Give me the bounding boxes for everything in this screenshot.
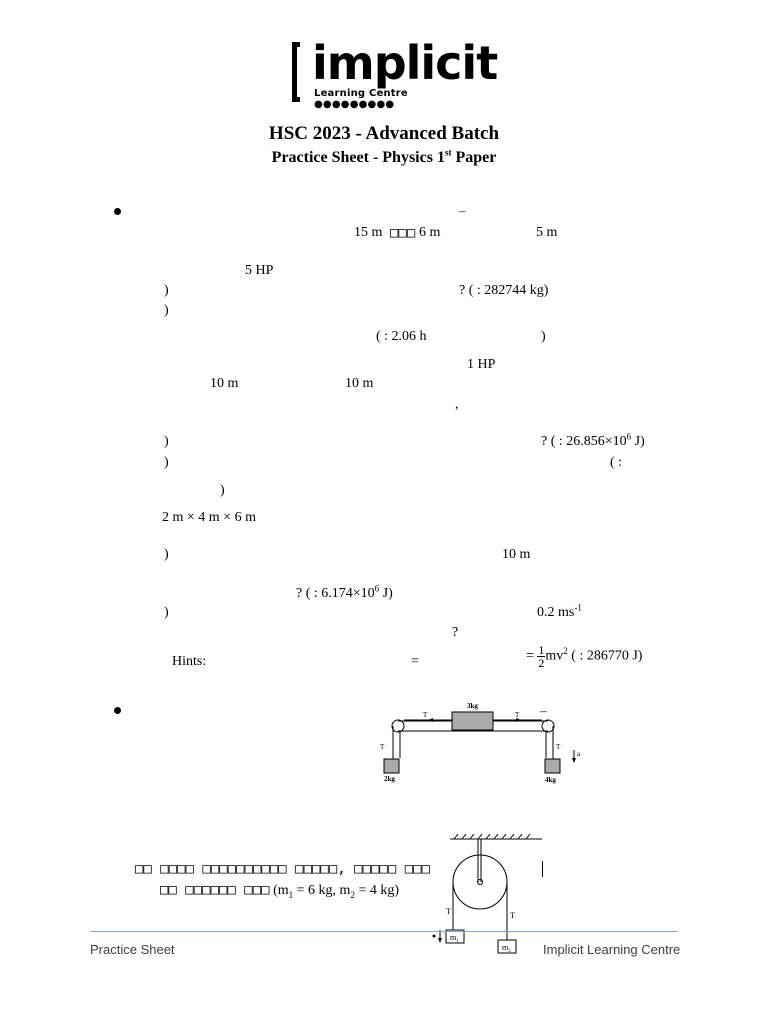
frac-num: 1 [537,643,546,657]
hints-answer: ( : 286770 J) [567,648,643,664]
accel-arrow-head [572,758,576,763]
ans-e-end: J) [379,586,393,601]
label-t2: T [515,711,520,719]
q1-answer-b: ( : 2.06 h [376,329,427,344]
label-t2-right: T [556,743,561,751]
q3-masses-a: (m [269,883,289,898]
q1-line13-a: ) [164,547,169,562]
m2-sub: 2 [350,890,355,901]
q1-line13-b: 10 m [502,547,531,562]
q1-dimensions: 2 m × 4 m × 6 m [162,510,256,525]
label-m1: m1 [450,933,459,944]
q1-answer-d: ( : [610,455,623,470]
label-t1: T [423,711,428,719]
t1-arrow [428,718,433,722]
m1-sub: 1 [288,890,294,901]
logo-bracket [292,42,300,102]
ans-c-end: J) [631,434,645,449]
label-2kg: 2kg [384,775,395,783]
q1-line3-a: ) [164,283,169,298]
q1-line1-c: 5 m [536,225,558,240]
pulley-table-diagram: 3kg T T T T 2kg 4kg a [380,702,581,784]
q1-line5-b: ) [541,329,546,344]
page-subtitle: Practice Sheet - Physics 1st Paper [0,147,768,167]
q3-line2-bn: □□ □□□□□□ □□□ [160,882,270,898]
q1-answer-e: ? ( : 6.174×106 J) [296,583,393,602]
subtitle-sup: st [444,147,452,158]
implicit-logo: implicit Learning Centre ●●●●●●●●● [292,38,498,110]
block-3kg [451,711,494,731]
q1-line1-b: 6 m [419,225,441,240]
q1-line2: 5 HP [245,263,274,278]
q3-line2: □□ □□□□□□ □□□ (m1 = 6 kg, m2 = 4 kg) [160,881,399,901]
label-t-left: T [446,907,451,916]
label-3kg: 3kg [467,702,478,710]
footer-left: Practice Sheet [90,942,175,957]
label-t-right: T [510,911,515,920]
ans-e-text: ? ( : 6.174×10 [296,586,375,601]
q1-acceleration: 0.2 ms-1 [537,602,582,621]
mv-sup: 2 [563,646,568,657]
mass-m2 [497,939,517,954]
ans-c-text: ? ( : 26.856×10 [541,434,627,449]
q1-line1-a: 15 m [354,225,383,240]
q1-answer-a: ? ( : 282744 kg) [459,283,549,298]
block-2kg [383,758,400,774]
pulley-axle [477,879,483,885]
page-title: HSC 2023 - Advanced Batch [268,123,500,144]
q1-line7-b: 10 m [345,376,374,391]
atwood-machine-diagram: T T m1 m2 [430,830,548,962]
label-m2: m2 [502,943,511,954]
q1-line16: ? [452,625,459,640]
q2-dash: – [540,703,547,718]
q1-line4: ) [164,303,169,318]
q1-line6: 1 HP [467,357,496,372]
q1-line11: ) [220,483,225,498]
logo-wordmark: implicit [312,36,498,90]
label-a: a [577,750,581,758]
subtitle-text-end: Paper [451,149,497,166]
q1-answer-c: ? ( : 26.856×106 J) [541,431,645,450]
label-4kg: 4kg [545,776,556,784]
q3-masses-b: = 6 kg, m [293,883,351,898]
q3-line1: □□ □□□□ □□□□□□□□□□ □□□□□, □□□□□ □□□ □ [135,861,447,877]
label-t1-left: T [380,743,385,751]
q1-line7-a: 10 m [210,376,239,391]
hints-eq1: = [411,654,419,669]
block-4kg [544,758,561,774]
footer-divider [90,931,678,932]
hints-label: Hints: [172,654,207,669]
hints-eq2: = [526,648,534,664]
q1-line10-a: ) [164,455,169,470]
mass-m1 [445,929,465,944]
q1-dash: – [459,203,466,218]
subtitle-text: Practice Sheet - Physics 1 [271,149,445,166]
bullet-q1 [114,208,121,215]
q3-line-end-bar [542,861,543,877]
q1-line8: , [455,397,459,412]
q3-masses-c: = 4 kg) [354,883,399,898]
right-pulley [541,719,555,733]
ans-c-sup: 6 [626,431,632,442]
left-pulley [391,719,405,733]
ans-e-sup: 6 [374,583,380,594]
logo-subtitle: Learning Centre ●●●●●●●●● [314,88,408,110]
bullet-q2 [114,707,121,714]
frac-den: 2 [538,656,545,670]
q1-line15-a: ) [164,605,169,620]
footer-right: Implicit Learning Centre [543,942,681,957]
q1-line1-glyph: □□□ [390,225,416,241]
q1-line9-a: ) [164,434,169,449]
mv-text: mv [545,648,564,664]
accel-sup: -1 [574,602,582,613]
accel-text: 0.2 ms [537,605,575,620]
t2-arrow [516,718,521,722]
